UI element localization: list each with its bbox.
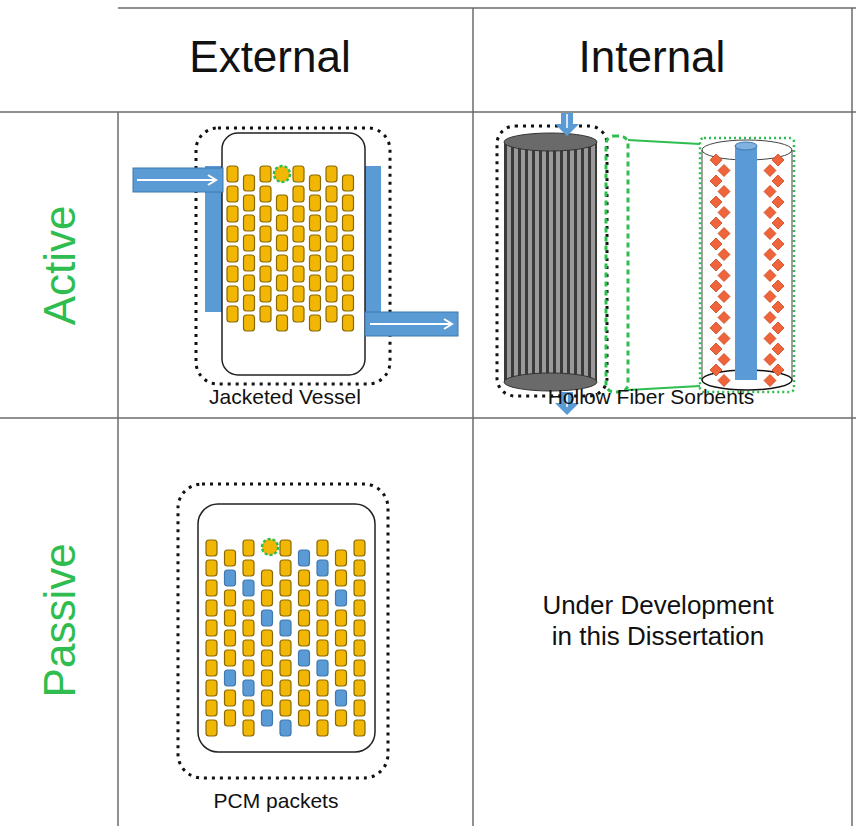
hollow-fiber-module	[497, 113, 794, 415]
row-header: Passive	[34, 543, 87, 697]
row-header: Active	[34, 205, 87, 325]
cell-caption: PCM packets	[214, 788, 339, 813]
jacketed-vessel	[133, 128, 458, 384]
cell-caption: Hollow Fiber Sorbents	[548, 384, 755, 409]
pcm-vessel	[178, 484, 388, 778]
table-grid	[0, 8, 856, 826]
column-header: External	[189, 31, 350, 84]
cell-note: Under Development in this Dissertation	[533, 590, 783, 652]
cell-caption: Jacketed Vessel	[209, 384, 361, 409]
column-header: Internal	[579, 31, 726, 84]
